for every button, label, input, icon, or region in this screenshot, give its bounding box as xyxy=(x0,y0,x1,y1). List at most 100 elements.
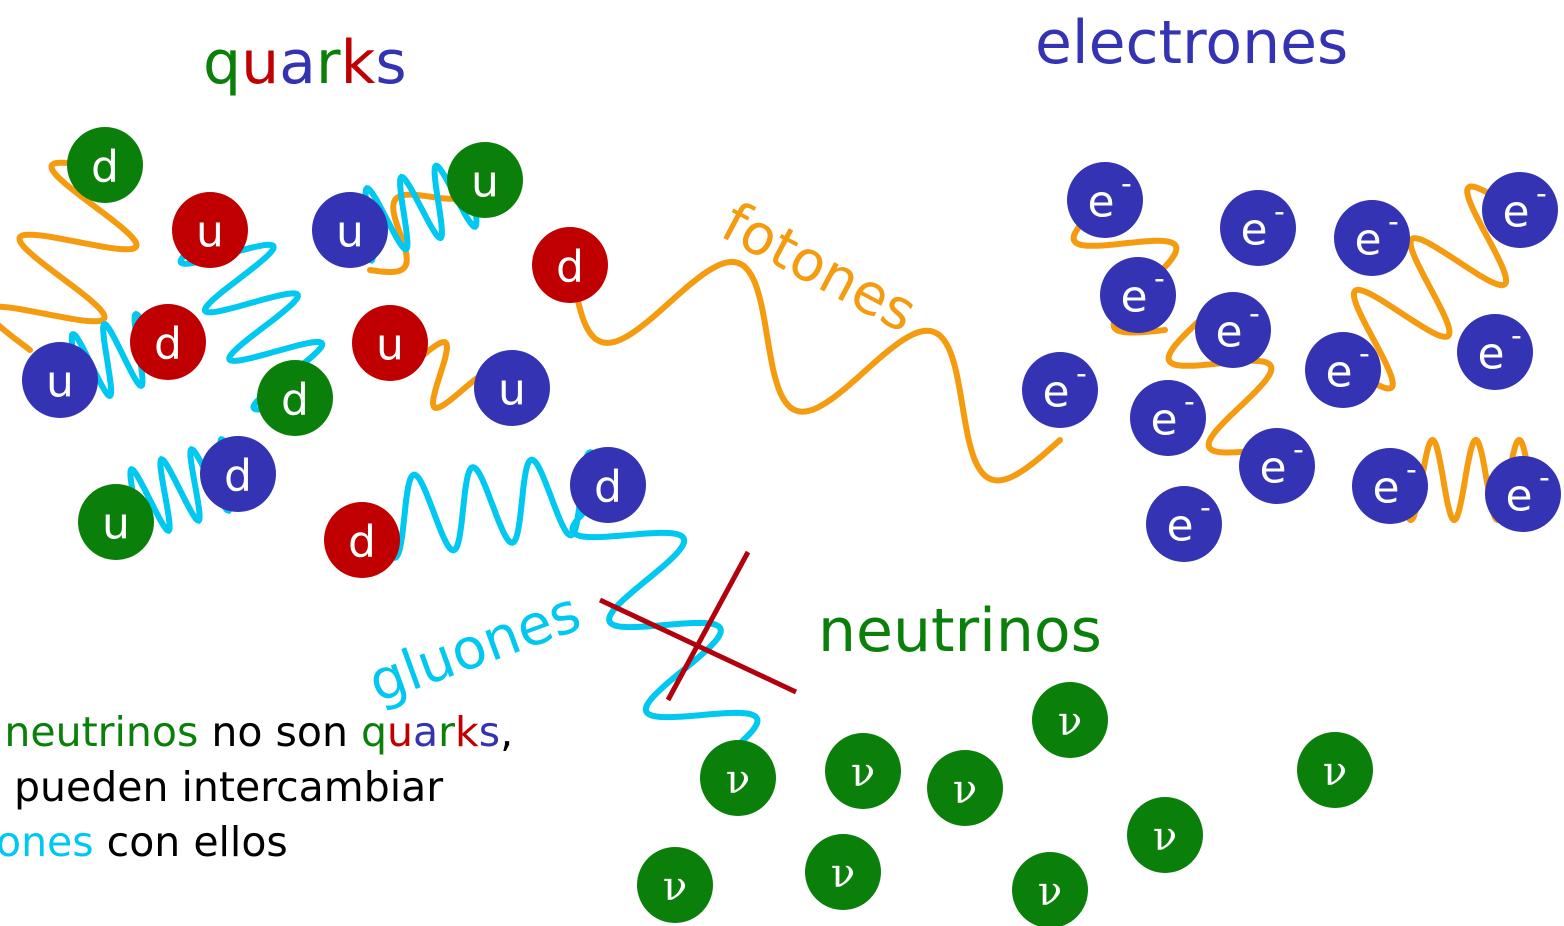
electron-particle: e- xyxy=(1195,292,1271,368)
quark-particle-label: u xyxy=(46,357,74,408)
electron-particle-label: e xyxy=(1372,463,1399,514)
electron-particle-label: e xyxy=(1166,501,1193,552)
neutrino-particle-label: ν xyxy=(726,757,750,803)
quark-particle-circle xyxy=(172,192,248,268)
electron-particle-circle xyxy=(1457,314,1533,390)
note-gluones-word: uones xyxy=(0,818,94,866)
quark-particle-circle xyxy=(67,127,143,203)
quark-particle: u xyxy=(447,142,523,218)
quark-particle-label: d xyxy=(556,242,584,293)
electron-particle-label: e xyxy=(1087,177,1114,228)
neutrino-particle-circle xyxy=(1297,732,1373,808)
electrones-title: electrones xyxy=(1035,8,1349,78)
electron-particle: e- xyxy=(1100,257,1176,333)
neutrino-particle-label: ν xyxy=(1153,814,1177,860)
note-line-1: s neutrinos no son quarks, xyxy=(0,705,513,760)
quark-particle-circle xyxy=(22,342,98,418)
quark-particle-label: u xyxy=(196,207,224,258)
quarks-title-q: q xyxy=(203,28,242,98)
neutrino-particle-circle xyxy=(1032,682,1108,758)
electron-particle-circle xyxy=(1482,172,1558,248)
electron-particle: e- xyxy=(1352,448,1428,524)
quarks-title-u: u xyxy=(241,28,280,98)
note-neutrinos-word: neutrinos xyxy=(4,708,199,756)
electron-particle-charge: - xyxy=(1293,433,1304,468)
quark-particle: u xyxy=(352,305,428,381)
neutrino-particle: ν xyxy=(1297,732,1373,808)
quark-particle-label: d xyxy=(154,319,182,370)
neutrino-particle-circle xyxy=(805,834,881,910)
electron-particle-label: e xyxy=(1215,307,1242,358)
electron-particle-charge: - xyxy=(1076,357,1087,392)
neutrino-particle: ν xyxy=(1012,852,1088,926)
quark-particle-label: d xyxy=(224,451,252,502)
electron-particle-label: e xyxy=(1042,367,1069,418)
quark-particle-label: d xyxy=(594,462,622,513)
electron-particle-charge: - xyxy=(1154,262,1165,297)
note-line-3: uones con ellos xyxy=(0,815,513,870)
quark-particle-circle xyxy=(200,436,276,512)
electron-particle-circle xyxy=(1022,352,1098,428)
quark-particle-label: u xyxy=(102,499,130,550)
electron-particle-charge: - xyxy=(1536,177,1547,212)
cross-out-line xyxy=(665,550,751,702)
quarks-title-r: r xyxy=(315,28,341,98)
neutrino-particle: ν xyxy=(1032,682,1108,758)
electron-particle: e- xyxy=(1022,352,1098,428)
quarks-title-s: s xyxy=(375,28,407,98)
electron-particle: e- xyxy=(1482,172,1558,248)
quark-particle: d xyxy=(200,436,276,512)
electron-particle: e- xyxy=(1485,456,1561,532)
electron-particle-charge: - xyxy=(1406,453,1417,488)
electron-particle-circle xyxy=(1100,257,1176,333)
note-line-2: pueden intercambiar xyxy=(14,763,444,811)
quark-particle-circle xyxy=(352,305,428,381)
electron-particle-charge: - xyxy=(1274,195,1285,230)
electron-particle-circle xyxy=(1195,292,1271,368)
photon-line xyxy=(569,258,1063,484)
quark-particle: d xyxy=(532,227,608,303)
electron-particle-circle xyxy=(1485,456,1561,532)
quark-particle-circle xyxy=(324,502,400,578)
photon-line xyxy=(1342,183,1518,392)
note-quarks-q: q xyxy=(360,708,387,756)
electron-particle-label: e xyxy=(1354,215,1381,266)
quark-particle-circle xyxy=(532,227,608,303)
neutrinos-title: neutrinos xyxy=(818,596,1102,666)
quark-particle: u xyxy=(474,350,550,426)
neutrino-particle-label: ν xyxy=(831,851,855,897)
neutrino-particle-label: ν xyxy=(1323,749,1347,795)
neutrino-particle-circle xyxy=(1012,852,1088,926)
quark-particle-circle xyxy=(130,304,206,380)
quark-particle-label: u xyxy=(498,365,526,416)
neutrino-particle: ν xyxy=(825,733,901,809)
note-line1-mid: no son xyxy=(198,708,361,756)
electron-particle-charge: - xyxy=(1359,337,1370,372)
neutrino-particle: ν xyxy=(1127,797,1203,873)
quark-particle: d xyxy=(257,360,333,436)
quark-particle: d xyxy=(570,447,646,523)
electron-particle-circle xyxy=(1305,332,1381,408)
electron-particle-charge: - xyxy=(1249,297,1260,332)
electron-particle: e- xyxy=(1067,162,1143,238)
electron-particle-charge: - xyxy=(1511,319,1522,354)
quark-particle-label: d xyxy=(281,375,309,426)
quark-particle-label: u xyxy=(471,157,499,208)
note-quarks-r: r xyxy=(438,708,455,756)
neutrino-particle-label: ν xyxy=(1038,869,1062,915)
quark-particle: d xyxy=(324,502,400,578)
note-line1-comma: , xyxy=(500,708,514,756)
quarks-title-a: a xyxy=(279,28,316,98)
electron-particle-label: e xyxy=(1505,471,1532,522)
neutrino-particle-label: ν xyxy=(851,750,875,796)
quark-particle-label: d xyxy=(91,142,119,193)
quark-particle-label: u xyxy=(376,320,404,371)
quark-particle: u xyxy=(22,342,98,418)
electron-particle-circle xyxy=(1352,448,1428,524)
quark-particle-label: u xyxy=(336,207,364,258)
electron-particle: e- xyxy=(1457,314,1533,390)
neutrino-particle-circle xyxy=(700,740,776,816)
neutrino-particle-circle xyxy=(637,847,713,923)
photon-line xyxy=(1165,317,1275,456)
